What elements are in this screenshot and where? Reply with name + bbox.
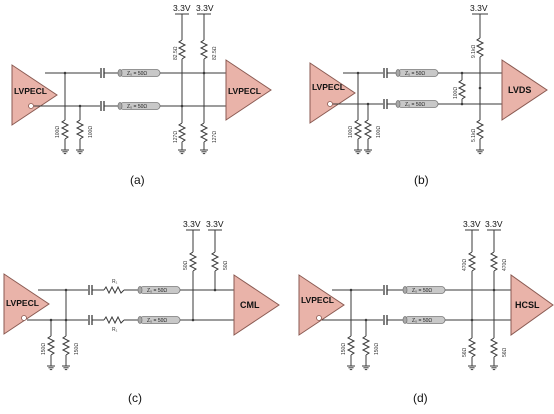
panel-c-pullup-1 — [188, 251, 198, 272]
panel-a-pulldown-1 — [177, 122, 187, 143]
svg-text:5.1kΩ: 5.1kΩ — [471, 129, 477, 142]
panel-c-receiver-triangle — [233, 274, 280, 336]
panel-c-tline-2: Z₀ = 50Ω — [137, 316, 181, 324]
svg-text:3.3V: 3.3V — [463, 219, 481, 229]
panel-a-receiver-label: LVPECL — [228, 86, 261, 96]
panel-a: LVPECL 100Ω 100Ω Z₀ = 50Ω Z₀ = 50Ω — [11, 3, 272, 187]
svg-text:Z₀ = 50Ω: Z₀ = 50Ω — [405, 102, 425, 108]
svg-text:R₁: R₁ — [112, 327, 118, 333]
panel-b-tline-2: Z₀ = 50Ω — [395, 100, 439, 108]
panel-a-pulldown-2 — [199, 122, 209, 143]
panel-b-bias-resistor-1 — [353, 119, 363, 140]
panel-a-receiver-triangle — [225, 59, 272, 121]
panel-b-receiver-label: LVDS — [508, 85, 531, 95]
panel-b-driver-label: LVPECL — [312, 82, 345, 92]
svg-text:50Ω: 50Ω — [223, 260, 229, 270]
panel-b-tline-1: Z₀ = 50Ω — [395, 69, 439, 77]
panel-d-bias-resistor-2 — [361, 335, 371, 356]
panel-a-driver-label: LVPECL — [14, 86, 47, 96]
svg-text:100Ω: 100Ω — [453, 87, 459, 99]
svg-text:Z₀ = 50Ω: Z₀ = 50Ω — [147, 288, 167, 294]
svg-text:56Ω: 56Ω — [502, 347, 508, 357]
svg-text:150Ω: 150Ω — [374, 343, 380, 355]
svg-text:50Ω: 50Ω — [183, 260, 189, 270]
svg-text:Z₀ = 50Ω: Z₀ = 50Ω — [127, 104, 147, 110]
panel-c-bias-resistor-2 — [61, 335, 71, 356]
panel-a-tline-2: Z₀ = 50Ω — [117, 102, 161, 110]
panel-d-bias-resistor-1 — [346, 335, 356, 356]
svg-text:470Ω: 470Ω — [462, 259, 468, 271]
panel-d-tline-2: Z₀ = 50Ω — [402, 316, 446, 324]
panel-d-pulldown-2 — [489, 337, 499, 358]
svg-text:100Ω: 100Ω — [55, 126, 61, 138]
panel-d-receiver-triangle — [510, 274, 554, 336]
panel-b-pulldown — [475, 119, 485, 140]
panel-b-bias-resistor-2 — [363, 119, 373, 140]
panel-d-driver-triangle — [298, 274, 345, 336]
panel-d-pullup-1 — [467, 251, 477, 272]
panel-c-pullup-2 — [210, 251, 220, 272]
panel-a-pullup-2 — [199, 39, 209, 60]
panel-b-termination-resistor — [457, 79, 467, 100]
panel-a-bias-resistor-2 — [75, 119, 85, 140]
panel-c-series-resistor-1 — [103, 285, 125, 295]
svg-text:100Ω: 100Ω — [376, 126, 382, 138]
svg-text:9.1kΩ: 9.1kΩ — [471, 45, 477, 58]
panel-d-pulldown-1 — [467, 337, 477, 358]
panel-d-driver-label: LVPECL — [301, 295, 334, 305]
panel-c-series-resistor-2 — [103, 315, 125, 325]
panel-a-bias-resistor-1 — [60, 119, 70, 140]
panel-d-caption: (d) — [413, 391, 428, 405]
svg-text:150Ω: 150Ω — [74, 343, 80, 355]
panel-c-receiver-label: CML — [240, 300, 260, 310]
svg-text:R₁: R₁ — [112, 279, 118, 285]
svg-text:100Ω: 100Ω — [348, 126, 354, 138]
svg-text:100Ω: 100Ω — [88, 126, 94, 138]
svg-text:3.3V: 3.3V — [196, 3, 214, 13]
svg-text:127Ω: 127Ω — [173, 131, 179, 143]
svg-text:150Ω: 150Ω — [341, 343, 347, 355]
panel-a-driver-triangle — [11, 64, 58, 126]
svg-text:Z₀ = 50Ω: Z₀ = 50Ω — [147, 318, 167, 324]
panel-d-pullup-2 — [489, 251, 499, 272]
svg-text:82.5Ω: 82.5Ω — [173, 46, 179, 60]
svg-text:Z₀ = 50Ω: Z₀ = 50Ω — [405, 71, 425, 77]
svg-text:3.3V: 3.3V — [173, 3, 191, 13]
panel-b-receiver-triangle — [501, 59, 548, 121]
svg-text:Z₀ = 50Ω: Z₀ = 50Ω — [412, 288, 432, 294]
panel-c-driver-label: LVPECL — [6, 298, 39, 308]
panel-c-caption: (c) — [128, 391, 142, 405]
panel-d: LVPECL 150Ω 150Ω Z₀ = 50Ω Z₀ = 50Ω — [298, 219, 554, 405]
svg-text:470Ω: 470Ω — [502, 259, 508, 271]
panel-b: LVPECL 100Ω 100Ω Z₀ = 50Ω Z₀ = 50Ω — [309, 3, 548, 187]
svg-text:Z₀ = 50Ω: Z₀ = 50Ω — [412, 318, 432, 324]
panel-d-tline-1: Z₀ = 50Ω — [402, 286, 446, 294]
panel-a-tline-1: Z₀ = 50Ω — [117, 69, 161, 77]
svg-text:150Ω: 150Ω — [41, 343, 47, 355]
svg-text:3.3V: 3.3V — [206, 219, 224, 229]
svg-text:127Ω: 127Ω — [212, 131, 218, 143]
panel-b-driver-triangle — [309, 62, 356, 124]
panel-c: LVPECL 150Ω 150Ω R₁ R₁ Z₀ = 50Ω — [3, 219, 280, 405]
svg-text:56Ω: 56Ω — [462, 347, 468, 357]
svg-text:3.3V: 3.3V — [470, 3, 488, 13]
svg-text:82.5Ω: 82.5Ω — [212, 46, 218, 60]
panel-a-inverting-bubble — [28, 103, 34, 109]
svg-text:3.3V: 3.3V — [183, 219, 201, 229]
panel-a-pullup-1 — [177, 39, 187, 60]
panel-a-caption: (a) — [130, 173, 145, 187]
svg-text:3.3V: 3.3V — [485, 219, 503, 229]
svg-text:Z₀ = 50Ω: Z₀ = 50Ω — [127, 71, 147, 77]
panel-c-tline-1: Z₀ = 50Ω — [137, 286, 181, 294]
panel-b-caption: (b) — [414, 173, 429, 187]
panel-d-receiver-label: HCSL — [515, 300, 540, 310]
panel-c-bias-resistor-1 — [46, 335, 56, 356]
panel-b-pullup — [475, 37, 485, 58]
